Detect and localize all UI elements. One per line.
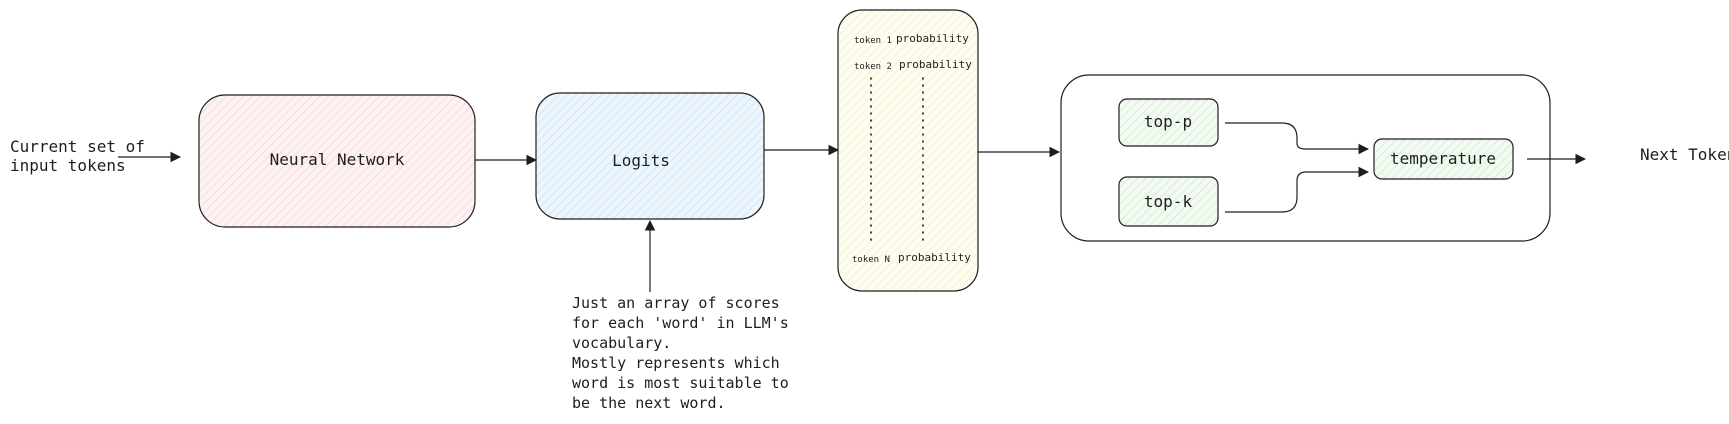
neural-network-node: Neural Network — [198, 94, 476, 228]
probability-table: token 1 probability token 2 probability … — [837, 9, 979, 292]
prob-row-token: token N — [852, 255, 890, 265]
temperature-label: temperature — [1390, 149, 1496, 168]
logits-note-line: Mostly represents which — [572, 354, 780, 372]
top-k-label: top-k — [1144, 192, 1193, 211]
top-k-node: top-k — [1118, 176, 1219, 227]
top-k-to-temperature-arrow — [1225, 166, 1370, 213]
top-p-node: top-p — [1118, 98, 1219, 147]
logits-node: Logits — [535, 92, 765, 220]
logits-note-line: word is most suitable to — [572, 374, 789, 392]
input-label-line: Current set of — [10, 137, 145, 156]
logits-note-line: Just an array of scores — [572, 294, 780, 312]
prob-row-value: probability — [896, 32, 969, 45]
logits-note-line: be the next word. — [572, 394, 726, 412]
top-p-to-temperature-arrow — [1225, 122, 1370, 155]
temperature-node: temperature — [1373, 138, 1514, 180]
prob-row-token: token 2 — [854, 62, 892, 72]
logits-note-line: vocabulary. — [572, 334, 671, 352]
logits-note-line: for each 'word' in LLM's — [572, 314, 789, 332]
top-p-label: top-p — [1144, 112, 1192, 131]
input-label: Current set of input tokens — [10, 137, 155, 175]
neural-network-label: Neural Network — [270, 150, 405, 169]
prob-row-value: probability — [899, 58, 972, 71]
input-label-line: input tokens — [10, 156, 126, 175]
prob-row-value: probability — [898, 251, 971, 264]
output-label: Next Token — [1640, 145, 1729, 164]
prob-row-token: token 1 — [854, 36, 892, 46]
logits-note: Just an array of scores for each 'word' … — [572, 294, 798, 412]
logits-label: Logits — [612, 151, 670, 170]
